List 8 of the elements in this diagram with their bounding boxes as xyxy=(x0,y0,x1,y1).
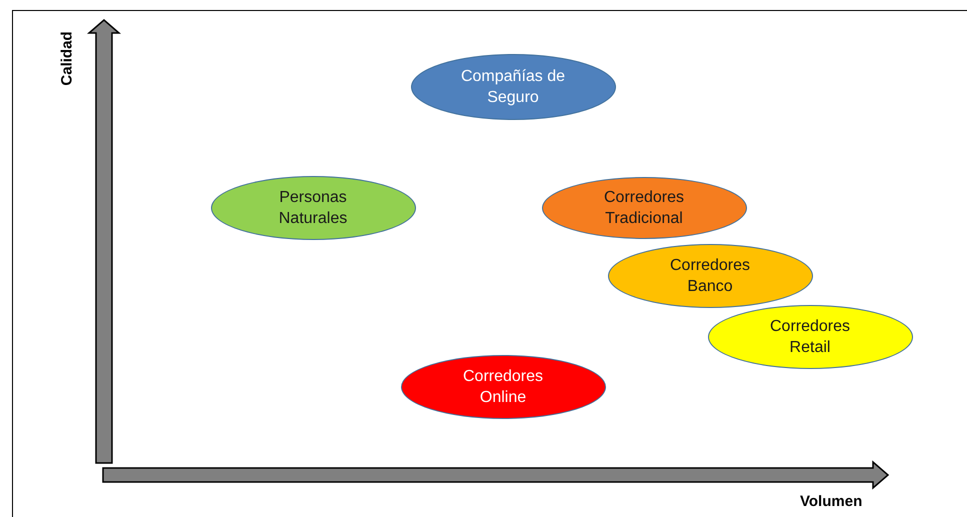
axis-label: Calidad xyxy=(58,31,76,86)
axis-label: Volumen xyxy=(800,493,862,510)
node-label: Corredores Online xyxy=(462,367,544,408)
node-label: Corredores Tradicional xyxy=(602,188,686,229)
node-label: Compañías de Seguro xyxy=(460,67,566,108)
node-label: Corredores Banco xyxy=(668,256,752,297)
node-label: Corredores Retail xyxy=(768,317,852,358)
node-label: Personas Naturales xyxy=(278,188,348,229)
